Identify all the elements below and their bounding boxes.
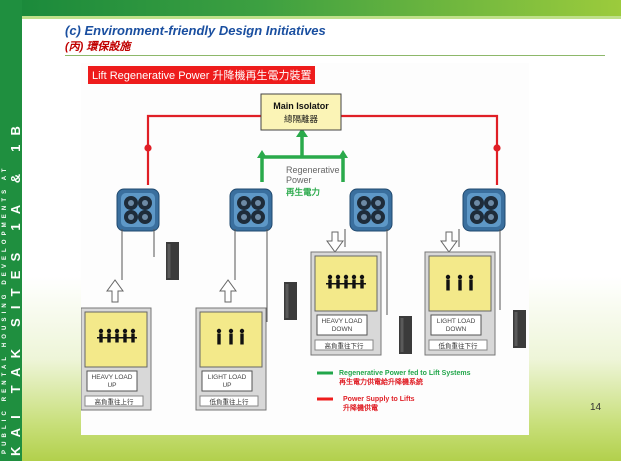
regenerative-lines — [257, 128, 348, 182]
car4-sign-zh: 低負重往下行 — [439, 341, 479, 350]
car2-sign-en1: LIGHT LOAD — [208, 374, 247, 381]
car1-sign-zh: 高負重往上行 — [95, 397, 135, 406]
counterweight-3 — [399, 316, 412, 354]
lift-car-2: LIGHT LOAD UP 低負重往上行 — [195, 307, 267, 411]
slide-subtitle: (丙) 環保設施 — [65, 41, 131, 53]
car1-sign-en1: HEAVY LOAD — [92, 374, 133, 381]
power-supply-lines — [144, 114, 501, 185]
legend-green-en: Regenerative Power fed to Lift Systems — [339, 370, 471, 377]
lift-car-3: HEAVY LOAD DOWN 高負重往下行 — [310, 251, 382, 356]
lift-motor-4 — [462, 188, 506, 232]
car4-sign-en1: LIGHT LOAD — [437, 318, 476, 325]
lift-motor-3 — [349, 188, 393, 232]
legend-red-en: Power Supply to Lifts — [343, 396, 415, 403]
top-banner — [22, 0, 621, 16]
lift-car-1: HEAVY LOAD UP 高負重往上行 — [81, 307, 152, 411]
counterweight-2 — [284, 282, 297, 320]
legend: Regenerative Power fed to Lift Systems 再… — [317, 370, 471, 412]
slide-title: (c) Environment-friendly Design Initiati… — [65, 23, 326, 38]
car3-sign-en2: DOWN — [332, 326, 353, 333]
car1-sign-en2: UP — [107, 382, 116, 389]
sidebar-banner: PUBLIC RENTAL HOUSING DEVELOPMENTS AT KA… — [0, 0, 23, 461]
main-isolator-label-en: Main Isolator — [273, 101, 329, 111]
car2-sign-en2: UP — [222, 382, 231, 389]
lift-motor-1 — [116, 188, 160, 232]
page-number: 14 — [590, 402, 602, 413]
lift-motor-2 — [229, 188, 273, 232]
legend-red-zh: 升降機供電 — [343, 403, 378, 412]
main-isolator-label-zh: 總隔離器 — [284, 114, 319, 124]
down-arrow-3 — [326, 231, 344, 253]
up-arrow-2 — [219, 279, 237, 303]
regen-label-line2: Power — [286, 175, 312, 185]
regen-label-zh: 再生電力 — [286, 187, 320, 197]
legend-green-zh: 再生電力供電給升降機系統 — [339, 377, 423, 386]
car4-sign-en2: DOWN — [446, 326, 467, 333]
car2-sign-zh: 低負重往上行 — [210, 397, 250, 406]
title-divider — [65, 55, 605, 56]
car3-sign-zh: 高負重往下行 — [325, 341, 365, 350]
lift-regen-diagram: Main Isolator 總隔離器 Regenerative Power 再生… — [81, 93, 526, 412]
counterweight-1 — [166, 242, 179, 280]
diagram-heading: Lift Regenerative Power 升降機再生電力裝置 — [88, 66, 316, 84]
lift-car-4: LIGHT LOAD DOWN 低負重往下行 — [424, 251, 496, 356]
sidebar-project-title: KAI TAK SITES 1A & 1B — [8, 116, 23, 456]
down-arrow-4 — [440, 231, 458, 253]
counterweight-4 — [513, 310, 526, 348]
car3-sign-en1: HEAVY LOAD — [322, 318, 363, 325]
regen-label-line1: Regenerative — [286, 165, 340, 175]
top-banner-stripe — [22, 16, 621, 19]
up-arrow-1 — [106, 279, 124, 303]
main-isolator-box: Main Isolator 總隔離器 — [260, 93, 342, 131]
